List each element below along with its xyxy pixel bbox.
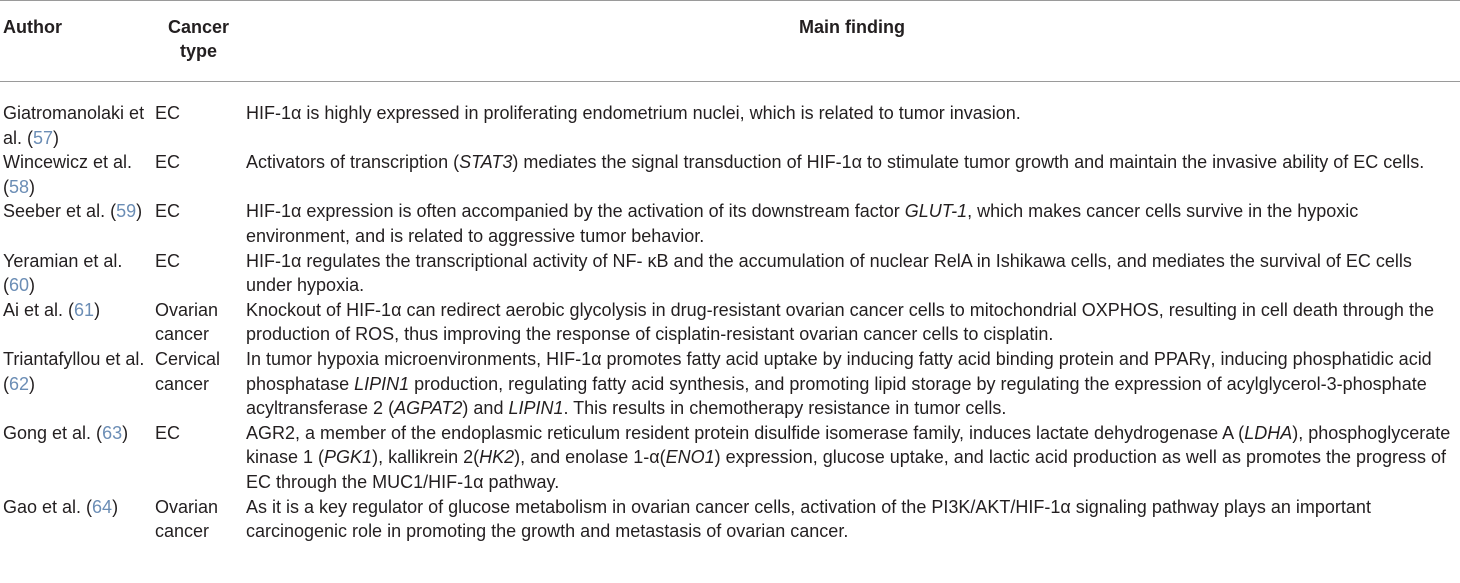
- reference-link[interactable]: 59: [116, 201, 137, 222]
- author-close-paren: ): [29, 373, 36, 394]
- cell-main-finding: Activators of transcription (STAT3) medi…: [244, 150, 1460, 199]
- cell-cancer-type: Cervical cancer: [155, 348, 221, 394]
- cell-main-finding: In tumor hypoxia microenvironments, HIF-…: [244, 347, 1460, 421]
- cell-main-finding: As it is a key regulator of glucose meta…: [244, 495, 1460, 544]
- cell-author: Gao et al. (64): [0, 495, 153, 544]
- cell-cancer-type: Ovarian cancer: [155, 299, 219, 345]
- header-author: Author: [3, 17, 62, 37]
- author-name: Seeber et al. (: [3, 201, 117, 222]
- author-name: Gong et al. (: [3, 422, 103, 443]
- gene-name: ENO1: [665, 447, 715, 468]
- cell-cancer-type: Ovarian cancer: [155, 496, 219, 542]
- cell-cancer-type: EC: [155, 422, 181, 443]
- cell-cancer-type: EC: [155, 201, 181, 222]
- finding-text: ), kallikrein 2(: [372, 447, 480, 468]
- gene-name: LIPIN1: [354, 373, 410, 394]
- finding-text: As it is a key regulator of glucose meta…: [246, 496, 1371, 542]
- header-cancer-type: Cancer type: [167, 17, 230, 61]
- reference-link[interactable]: 58: [9, 176, 30, 197]
- author-close-paren: ): [94, 299, 101, 320]
- gene-name: LDHA: [1244, 422, 1293, 443]
- reference-link[interactable]: 64: [92, 496, 113, 517]
- cell-cancer-type: EC: [155, 250, 181, 271]
- author-close-paren: ): [29, 275, 36, 296]
- finding-text: ), phosphoglycerate kinase 1 (: [246, 422, 1451, 468]
- finding-text: ) and: [462, 398, 509, 419]
- reference-link[interactable]: 57: [33, 127, 54, 148]
- cell-author: Wincewicz et al. (58): [0, 150, 153, 199]
- finding-text: ) mediates the signal transduction of HI…: [512, 152, 1425, 173]
- table-header: Author Cancer type Main finding: [0, 0, 1460, 82]
- cell-main-finding: HIF-1α regulates the transcriptional act…: [244, 249, 1460, 298]
- finding-text: Activators of transcription (: [246, 152, 460, 173]
- finding-text: HIF-1α expression is often accompanied b…: [246, 201, 905, 222]
- author-name: Gao et al. (: [3, 496, 93, 517]
- finding-text: HIF-1α is highly expressed in proliferat…: [246, 103, 1021, 123]
- cell-author: Seeber et al. (59): [0, 199, 153, 248]
- author-close-paren: ): [53, 127, 60, 148]
- reference-link[interactable]: 63: [102, 422, 123, 443]
- cell-author: Ai et al. (61): [0, 298, 153, 347]
- finding-text: ), and enolase 1-α(: [514, 447, 666, 468]
- reference-link[interactable]: 60: [9, 275, 30, 296]
- author-name: Triantafyllou et al. (: [3, 348, 145, 394]
- author-close-paren: ): [122, 422, 129, 443]
- cell-cancer-type: EC: [155, 152, 181, 173]
- reference-link[interactable]: 61: [74, 299, 95, 320]
- cell-main-finding: HIF-1α expression is often accompanied b…: [244, 199, 1460, 248]
- gene-name: HK2: [479, 447, 515, 468]
- gene-name: PGK1: [324, 447, 373, 468]
- finding-text: , which makes cancer cells survive in th…: [246, 201, 1359, 246]
- cell-author: Gong et al. (63): [0, 421, 153, 495]
- author-close-paren: ): [112, 496, 119, 517]
- cell-main-finding: HIF-1α is highly expressed in proliferat…: [244, 82, 1460, 151]
- cell-main-finding: AGR2, a member of the endoplasmic reticu…: [244, 421, 1460, 495]
- cell-author: Giatromanolaki et al. (57): [0, 82, 153, 151]
- finding-text: . This results in chemotherapy resistanc…: [563, 398, 1007, 419]
- cell-author: Yeramian et al. (60): [0, 249, 153, 298]
- author-close-paren: ): [29, 176, 36, 197]
- author-name: Yeramian et al. (: [3, 250, 123, 296]
- finding-text: Knockout of HIF-1α can redirect aerobic …: [246, 299, 1434, 345]
- finding-text: ) expression, glucose uptake, and lactic…: [246, 447, 1447, 492]
- cell-main-finding: Knockout of HIF-1α can redirect aerobic …: [244, 298, 1460, 347]
- gene-name: AGPAT2: [394, 398, 463, 419]
- finding-text: HIF-1α regulates the transcriptional act…: [246, 250, 1412, 296]
- header-row: Author Cancer type Main finding: [0, 0, 1460, 82]
- cell-cancer-type: EC: [155, 103, 181, 123]
- gene-name: LIPIN1: [508, 398, 564, 419]
- author-name: Wincewicz et al. (: [3, 152, 133, 197]
- finding-text: AGR2, a member of the endoplasmic reticu…: [246, 422, 1245, 443]
- finding-text: production, regulating fatty acid synthe…: [246, 373, 1427, 419]
- author-name: Ai et al. (: [3, 299, 75, 320]
- author-close-paren: ): [136, 201, 143, 222]
- gene-name: STAT3: [459, 152, 513, 173]
- findings-table: Author Cancer type Main finding Giatroma…: [0, 0, 1460, 544]
- table-row: Triantafyllou et al. (62)Cervical cancer…: [0, 347, 1460, 421]
- finding-text: In tumor hypoxia microenvironments, HIF-…: [246, 348, 1432, 394]
- header-main-finding: Main finding: [799, 17, 905, 37]
- cell-author: Triantafyllou et al. (62): [0, 347, 153, 421]
- reference-link[interactable]: 62: [9, 373, 30, 394]
- gene-name: GLUT-1: [904, 201, 968, 222]
- author-name: Giatromanolaki et al. (: [3, 103, 145, 148]
